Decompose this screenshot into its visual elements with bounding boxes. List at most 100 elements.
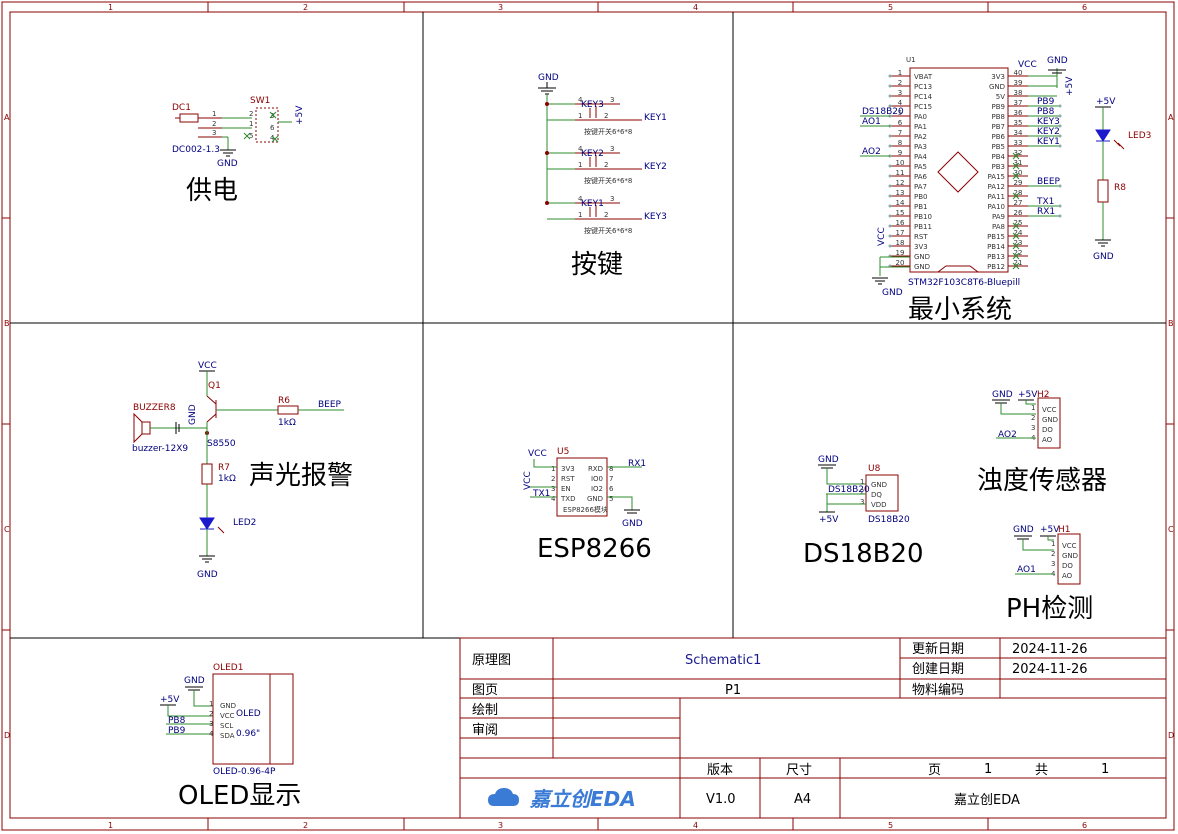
- svg-text:U8: U8: [868, 464, 881, 474]
- led3-ref: LED3: [1128, 131, 1151, 141]
- svg-text:3: 3: [610, 195, 614, 203]
- svg-text:9: 9: [898, 149, 902, 157]
- row-letter: C: [1168, 525, 1174, 534]
- svg-text:16: 16: [896, 219, 905, 227]
- svg-text:4: 4: [209, 730, 214, 738]
- svg-text:GND: GND: [188, 404, 198, 425]
- svg-text:SCL: SCL: [220, 722, 233, 730]
- row-letter: C: [4, 525, 10, 534]
- row-letter: D: [4, 731, 10, 740]
- key-part: 按键开关6*6*8: [584, 127, 632, 136]
- col-num: 6: [1082, 821, 1087, 830]
- svg-text:RXD: RXD: [588, 465, 603, 473]
- mcu-pin-name: PB6: [992, 133, 1006, 141]
- mcu-net: KEY1: [1037, 137, 1060, 147]
- created-date: 2024-11-26: [1012, 662, 1088, 677]
- svg-text:3: 3: [1031, 424, 1035, 432]
- mcu-pin-name: PA10: [988, 203, 1005, 211]
- svg-text:15: 15: [896, 209, 905, 217]
- svg-text:H2: H2: [1037, 390, 1050, 400]
- page-name: P1: [725, 683, 741, 698]
- svg-text:2: 2: [604, 112, 608, 120]
- svg-text:30: 30: [1014, 169, 1023, 177]
- mcu-pin-name: PC14: [914, 93, 933, 101]
- svg-text:SDA: SDA: [220, 732, 235, 740]
- col-num: 1: [108, 821, 113, 830]
- svg-text:4: 4: [270, 134, 275, 142]
- svg-text:1: 1: [249, 120, 253, 128]
- svg-text:尺寸: 尺寸: [786, 763, 812, 778]
- svg-text:+5V: +5V: [1096, 97, 1116, 107]
- company-name: 嘉立创EDA: [954, 793, 1020, 808]
- svg-text:DO: DO: [1062, 562, 1073, 570]
- row-letter: D: [1168, 731, 1174, 740]
- svg-text:1: 1: [898, 69, 902, 77]
- svg-text:3: 3: [209, 720, 213, 728]
- svg-text:AO1: AO1: [1017, 565, 1036, 575]
- svg-text:5: 5: [249, 132, 253, 140]
- svg-text:VCC: VCC: [1042, 406, 1057, 414]
- cloud-icon: [488, 788, 519, 806]
- svg-text:38: 38: [1014, 89, 1023, 97]
- col-num: 4: [693, 821, 698, 830]
- svg-text:5: 5: [609, 495, 613, 503]
- svg-text:3: 3: [610, 145, 614, 153]
- svg-text:33: 33: [1014, 139, 1023, 147]
- mcu-pin-name: PA7: [914, 183, 927, 191]
- svg-text:RST: RST: [561, 475, 575, 483]
- svg-text:VCC: VCC: [220, 712, 235, 720]
- schematic-name: Schematic1: [685, 653, 761, 668]
- svg-text:GND: GND: [1062, 552, 1078, 560]
- svg-text:21: 21: [1014, 259, 1023, 267]
- svg-text:DS18B20: DS18B20: [868, 515, 910, 525]
- key-ref: KEY3: [581, 100, 604, 110]
- svg-text:VCC: VCC: [198, 361, 217, 371]
- mcu-net: VCC: [1018, 60, 1037, 70]
- svg-text:5: 5: [898, 109, 902, 117]
- svg-text:IO2: IO2: [591, 485, 603, 493]
- svg-text:+5V: +5V: [819, 515, 839, 525]
- svg-text:VCC: VCC: [523, 471, 533, 490]
- gnd-label: GND: [217, 159, 238, 169]
- svg-text:+5V: +5V: [1040, 525, 1060, 535]
- mcu-pin-name: PB14: [987, 243, 1005, 251]
- svg-text:1: 1: [1031, 404, 1035, 412]
- svg-text:VCC: VCC: [1062, 542, 1077, 550]
- mcu-pin-name: PA8: [992, 223, 1005, 231]
- svg-text:GND: GND: [220, 702, 236, 710]
- mcu-pin-name: PB8: [992, 113, 1005, 121]
- section-title-oled: OLED显示: [178, 781, 301, 811]
- svg-text:6: 6: [270, 124, 275, 132]
- svg-text:2: 2: [1051, 550, 1055, 558]
- svg-text:图页: 图页: [472, 683, 498, 698]
- svg-text:1kΩ: 1kΩ: [278, 418, 296, 428]
- mcu-pin-name: PB0: [914, 193, 927, 201]
- svg-text:2: 2: [209, 710, 213, 718]
- svg-text:4: 4: [578, 195, 583, 203]
- svg-text:35: 35: [1014, 119, 1023, 127]
- svg-text:18: 18: [896, 239, 905, 247]
- svg-text:PB8: PB8: [168, 716, 186, 726]
- svg-text:4: 4: [898, 99, 903, 107]
- svg-text:EN: EN: [561, 485, 571, 493]
- svg-text:GND: GND: [1042, 416, 1058, 424]
- svg-text:6: 6: [609, 485, 614, 493]
- svg-text:GND: GND: [587, 495, 603, 503]
- mcu-pin-name: GND: [989, 83, 1005, 91]
- mcu-pin-name: PA0: [914, 113, 927, 121]
- col-num: 4: [693, 3, 698, 12]
- svg-text:创建日期: 创建日期: [912, 662, 964, 677]
- mcu-part: STM32F103C8T6-Bluepill: [908, 278, 1020, 288]
- svg-text:ESP8266模块: ESP8266模块: [563, 505, 608, 514]
- svg-text:3V3: 3V3: [561, 465, 575, 473]
- svg-text:GND: GND: [622, 519, 643, 529]
- mcu-pin-name: PA2: [914, 133, 927, 141]
- col-num: 6: [1082, 3, 1087, 12]
- svg-text:27: 27: [1014, 199, 1023, 207]
- svg-text:19: 19: [896, 249, 905, 257]
